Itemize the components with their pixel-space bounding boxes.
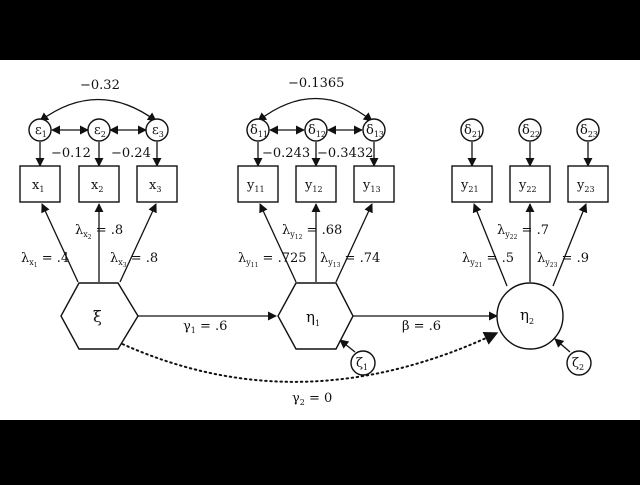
latent-label-xi: ξ bbox=[93, 307, 102, 326]
loading-label-y22: λy22 = .7 bbox=[497, 223, 549, 241]
error-label-d23: δ23 bbox=[580, 123, 598, 139]
indicator-box-y12 bbox=[295, 165, 337, 203]
latent-label-eta1: η1 bbox=[306, 308, 320, 328]
indicator-label-y13: y13 bbox=[362, 178, 381, 194]
disturbance-label-zeta1: ζ1 bbox=[356, 356, 368, 372]
indicator-label-x1: x1 bbox=[32, 178, 44, 194]
cov-label-d11-d12: −0.243 bbox=[262, 146, 310, 161]
cov-label-e1-e2: −0.12 bbox=[51, 146, 91, 161]
loading-label-x1: λx1 = .4 bbox=[21, 251, 69, 269]
cov-arc-d11-d13 bbox=[257, 97, 373, 122]
loading-label-y23: λy23 = .9 bbox=[537, 251, 589, 269]
indicator-box-x1 bbox=[19, 165, 61, 203]
cov-label-d11-d13: −0.1365 bbox=[288, 76, 344, 91]
latent-eta2-circle bbox=[496, 282, 564, 350]
indicator-box-y23 bbox=[567, 165, 609, 203]
latent-label-eta2: η2 bbox=[520, 306, 534, 326]
indicator-box-x3 bbox=[136, 165, 178, 203]
indicator-box-y13 bbox=[353, 165, 395, 203]
loading-label-y12: λy12 = .68 bbox=[282, 223, 342, 241]
error-node-e3 bbox=[145, 118, 169, 142]
latent-eta1-hexagon bbox=[277, 282, 354, 350]
error-label-d21: δ21 bbox=[464, 123, 482, 139]
latent-xi-hexagon bbox=[60, 282, 139, 350]
indicator-label-y12: y12 bbox=[304, 178, 323, 194]
error-node-d22 bbox=[518, 118, 542, 142]
indicator-box-y22 bbox=[509, 165, 551, 203]
error-node-d13 bbox=[362, 118, 386, 142]
cov-arc-e1-e3 bbox=[39, 98, 157, 122]
cov-label-e1-e3: −0.32 bbox=[80, 78, 120, 93]
disturbance-zeta2-circle bbox=[566, 350, 592, 376]
error-node-d12 bbox=[304, 118, 328, 142]
error-node-d23 bbox=[576, 118, 600, 142]
indicator-box-x2 bbox=[78, 165, 120, 203]
indicator-label-y23: y23 bbox=[576, 178, 595, 194]
cov-label-e2-e3: −0.24 bbox=[111, 146, 151, 161]
disturbance-zeta1-circle bbox=[350, 350, 376, 376]
loading-label-x2: λx2 = .8 bbox=[75, 223, 123, 241]
diagram-background bbox=[0, 60, 640, 420]
error-arrows bbox=[35, 142, 593, 167]
loading-arrows bbox=[41, 203, 588, 287]
disturbance-arrow-zeta2 bbox=[554, 338, 571, 353]
disturbance-arrow-zeta1 bbox=[339, 339, 356, 353]
path-gamma2 bbox=[117, 332, 499, 383]
error-label-e3: ε3 bbox=[152, 123, 164, 139]
error-node-d11 bbox=[246, 118, 270, 142]
loading-label-y21: λy21 = .5 bbox=[462, 251, 514, 269]
loading-label-y13: λy13 = .74 bbox=[320, 251, 380, 269]
indicator-label-y22: y22 bbox=[518, 178, 537, 194]
disturbance-label-zeta2: ζ2 bbox=[572, 356, 584, 372]
error-node-e1 bbox=[28, 118, 52, 142]
indicator-label-x3: x3 bbox=[149, 178, 161, 194]
error-label-d22: δ22 bbox=[522, 123, 540, 139]
indicator-label-y11: y11 bbox=[246, 178, 265, 194]
error-node-e2 bbox=[87, 118, 111, 142]
indicator-box-y11 bbox=[237, 165, 279, 203]
path-label-gamma2: γ2 = 0 bbox=[292, 391, 332, 407]
path-label-gamma1: γ1 = .6 bbox=[183, 319, 227, 335]
loading-label-y11: λy11 = .725 bbox=[238, 251, 307, 269]
error-node-d21 bbox=[460, 118, 484, 142]
cov-label-d12-d13: −0.3432 bbox=[317, 146, 373, 161]
path-label-beta: β = .6 bbox=[402, 319, 441, 334]
error-label-d12: δ12 bbox=[308, 123, 326, 139]
error-label-d13: δ13 bbox=[366, 123, 384, 139]
error-label-d11: δ11 bbox=[250, 123, 268, 139]
error-label-e1: ε1 bbox=[35, 123, 47, 139]
error-label-e2: ε2 bbox=[94, 123, 106, 139]
indicator-label-y21: y21 bbox=[460, 178, 479, 194]
indicator-label-x2: x2 bbox=[91, 178, 103, 194]
indicator-box-y21 bbox=[451, 165, 493, 203]
loading-label-x3: λx3 = .8 bbox=[110, 251, 158, 269]
